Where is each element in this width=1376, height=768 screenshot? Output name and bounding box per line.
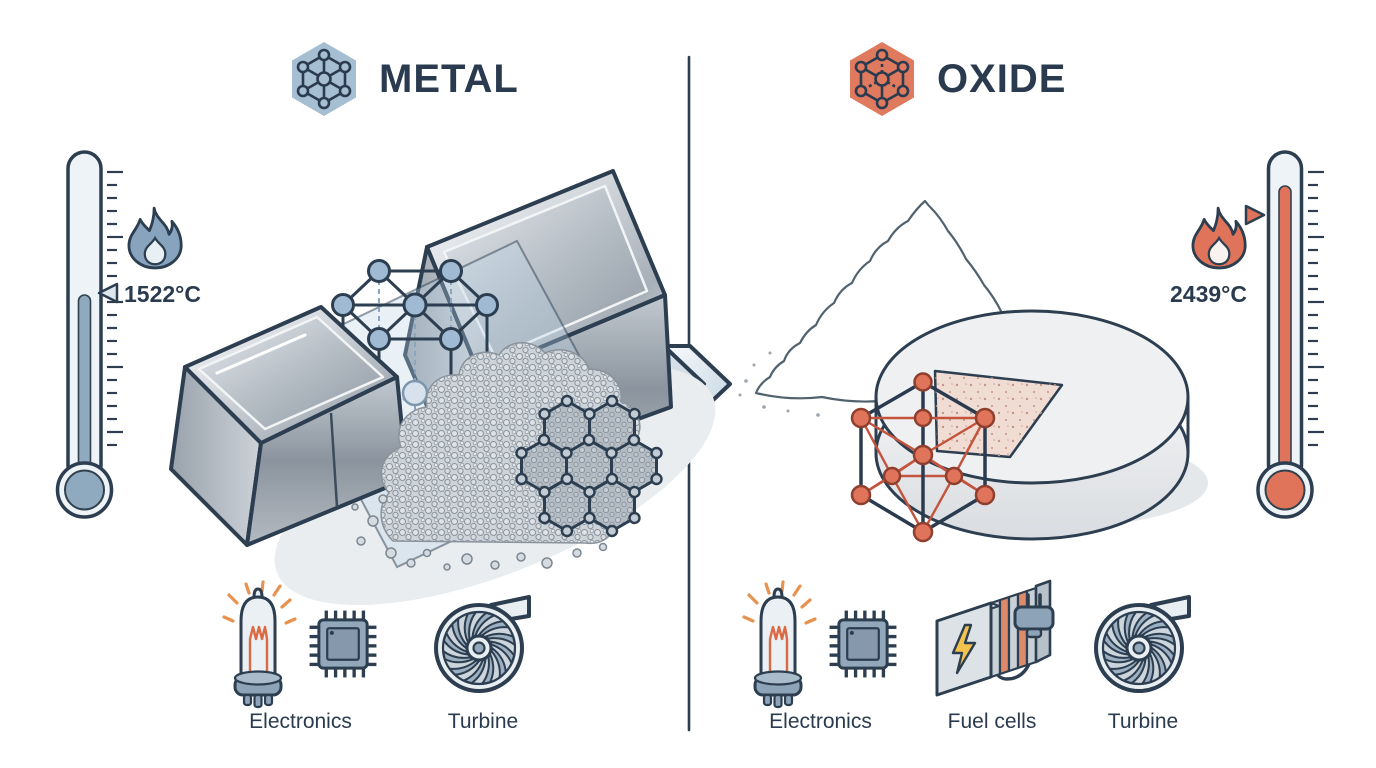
melting-point-marker <box>97 282 119 304</box>
glow-rays <box>221 580 297 625</box>
metal-ingot-front <box>169 305 409 547</box>
metal-melting-point: 1522°C <box>124 281 201 307</box>
app-label: Electronics <box>769 710 872 733</box>
app-label: Turbine <box>447 710 519 733</box>
melting-point-marker <box>1244 204 1266 226</box>
power-plug-icon <box>1013 593 1055 639</box>
oxide-thermometer <box>1244 150 1324 519</box>
oxide-app-turbine: Turbine <box>1088 580 1198 734</box>
oxide-header: OXIDE <box>845 40 1066 118</box>
oxide-lattice-badge-icon <box>850 42 914 116</box>
turbine-icon <box>434 595 531 693</box>
blue-crystal-lattice <box>331 259 499 479</box>
metal-header: METAL <box>287 40 519 118</box>
oxide-app-electronics: Electronics <box>733 580 908 734</box>
scattered-granules <box>351 494 608 571</box>
thermometer-ticks <box>107 170 123 447</box>
oxide-illustration <box>738 199 1208 543</box>
orange-flame-icon <box>1191 206 1247 270</box>
metal-lattice-badge-icon <box>292 42 356 116</box>
oxide-title: OXIDE <box>937 56 1067 101</box>
metal-app-electronics: Electronics <box>213 580 388 734</box>
thermometer-ticks <box>1308 170 1324 447</box>
red-crystal-lattice <box>850 372 996 543</box>
metal-thermometer <box>55 150 123 519</box>
oxide-melting-point: 2439°C <box>1170 281 1247 307</box>
grain-structure-hexagons <box>515 394 663 538</box>
metal-title: METAL <box>379 56 519 101</box>
mercury-column <box>1278 185 1292 496</box>
microchip-icon <box>309 610 376 678</box>
blue-flame-icon <box>127 206 183 270</box>
vacuum-tube-icon <box>741 580 817 709</box>
turbine-icon <box>1094 595 1191 693</box>
wedge-cut-face <box>933 369 1064 459</box>
app-label: Turbine <box>1107 710 1179 733</box>
filament <box>248 625 268 675</box>
lightning-bolt-icon <box>951 623 977 675</box>
app-label: Electronics <box>249 710 352 733</box>
app-label: Fuel cells <box>947 710 1037 733</box>
vacuum-tube-icon <box>221 580 297 709</box>
microchip-icon <box>829 610 896 678</box>
oxide-app-fuel-cells: Fuel cells <box>918 579 1066 734</box>
metal-illustration <box>169 169 716 606</box>
fuel-cell-stack-icon <box>935 579 1055 697</box>
metal-app-turbine: Turbine <box>428 580 538 734</box>
